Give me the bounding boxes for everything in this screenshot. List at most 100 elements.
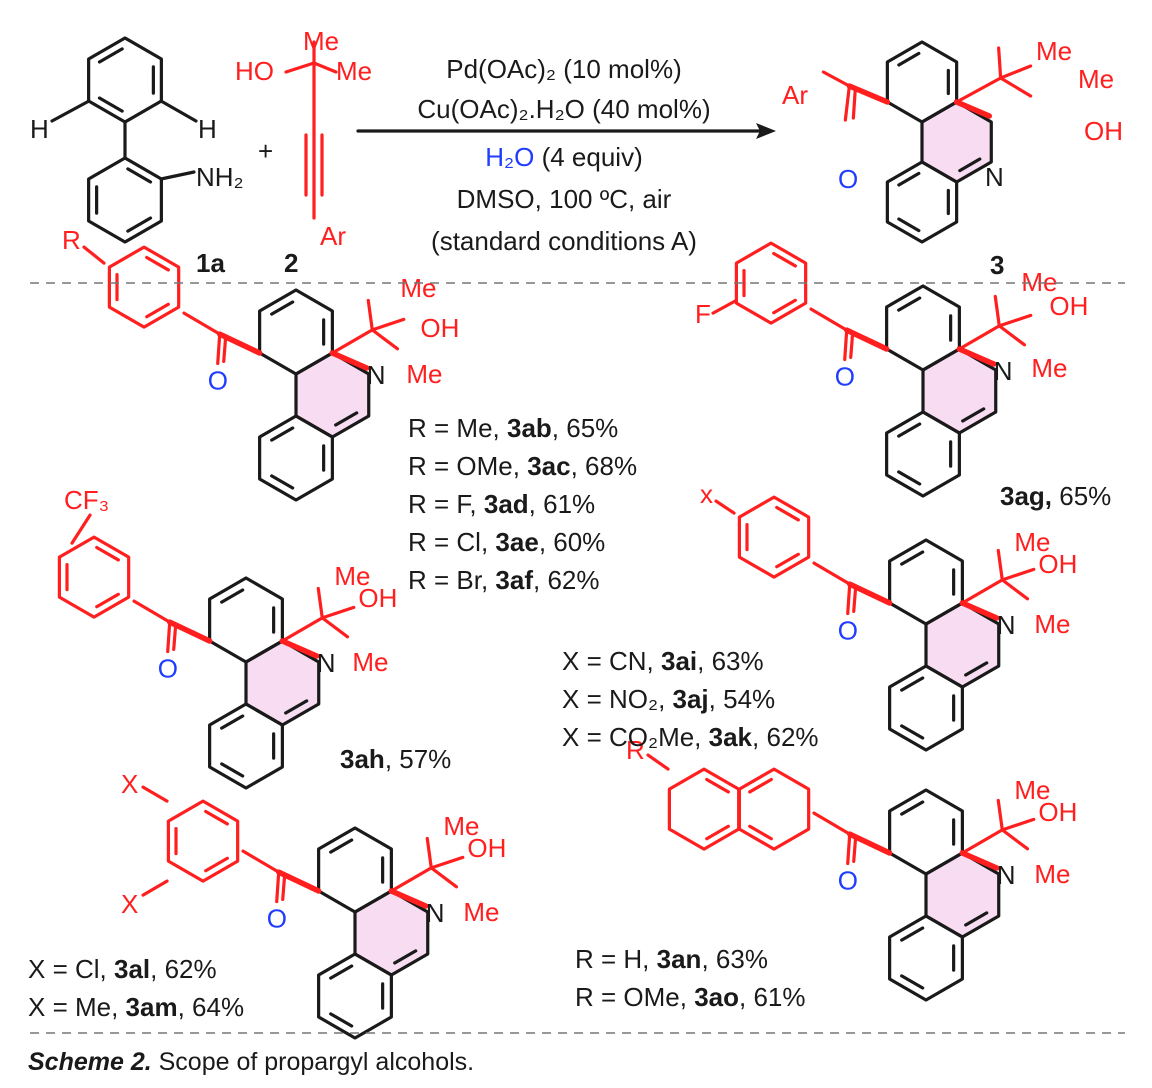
double-bond	[126, 216, 153, 233]
aryl-bond	[812, 811, 852, 836]
results-x-list: X = CN, 3ai, 63%X = NO₂, 3aj, 54%X = CO₂…	[562, 646, 819, 752]
result-r-4-id: 3af	[495, 565, 533, 595]
atom-oh: OH	[1038, 549, 1077, 579]
me-bond	[425, 836, 433, 870]
water-equiv: (4 equiv)	[534, 142, 642, 172]
result-xx-1: X = Me, 3am, 64%	[28, 992, 244, 1022]
atom-oh: OH	[467, 833, 506, 863]
double-bond	[270, 300, 295, 316]
result-r-3-pre: R = Cl,	[408, 527, 495, 557]
compound-1a-label: 1a	[196, 248, 225, 278]
result-xx-0-id: 3al	[114, 954, 150, 984]
double-bond	[900, 974, 925, 990]
result-naph-0-post: , 63%	[701, 944, 768, 974]
result-x-0: X = CN, 3ai, 63%	[562, 646, 764, 676]
atom-x1: X	[121, 769, 138, 799]
side-chain-bond	[960, 578, 1004, 605]
product-3ah-core	[208, 576, 321, 790]
result-x-0-id: 3ai	[661, 646, 697, 676]
biphenyl-upper-ring	[87, 36, 163, 124]
new-cn-bond	[956, 346, 997, 367]
result-xx-1-id: 3am	[126, 992, 178, 1022]
product-oh-label: OH	[1084, 116, 1123, 146]
aryl-bond	[812, 561, 852, 586]
result-r-3: R = Cl, 3ae, 60%	[408, 527, 605, 557]
me-bond-2	[997, 324, 1027, 347]
c-o-double	[851, 86, 857, 120]
solvent-line: DMSO, 100 ºC, air	[457, 184, 672, 214]
atom-o: O	[208, 366, 228, 396]
double-bond	[95, 545, 120, 562]
product-n-label: N	[985, 162, 1004, 192]
result-r-1-post: , 68%	[571, 451, 638, 481]
me-top-label: Me	[303, 26, 339, 56]
atom-o: O	[158, 654, 178, 684]
c-o-double	[222, 334, 228, 363]
scheme-caption: Scheme 2. Scope of propargyl alcohols.	[28, 1048, 474, 1076]
result-xx-0-pre: X = Cl,	[28, 954, 114, 984]
result-r-4-pre: R = Br,	[408, 565, 495, 595]
result-naph-1-pre: R = OMe,	[575, 982, 694, 1012]
atom-me-2: Me	[463, 897, 499, 927]
atom-me: Me	[334, 561, 370, 591]
h-right-label: H	[198, 114, 217, 144]
result-r-2: R = F, 3ad, 61%	[408, 489, 595, 519]
result-3ah-id: 3ah	[340, 744, 385, 774]
cf3-bond	[70, 513, 92, 545]
result-r-0-pre: R = Me,	[408, 413, 507, 443]
atom-x: x	[700, 479, 713, 509]
result-x-2: X = CO₂Me, 3ak, 62%	[562, 722, 819, 752]
r-bond	[82, 245, 106, 265]
result-r-1: R = OMe, 3ac, 68%	[408, 451, 637, 481]
x-bond-2	[141, 879, 169, 897]
side-chain-bond	[960, 828, 1004, 855]
result-x-0-post: , 63%	[697, 646, 764, 676]
pyridine-ring	[920, 100, 993, 184]
reaction-arrow-head	[756, 123, 776, 139]
product-3: Ar O N Me Me OH 3	[782, 36, 1123, 280]
result-x-1-pre: X = NO₂,	[562, 684, 673, 714]
nh2-bond	[159, 170, 196, 181]
result-naph-0-id: 3an	[657, 944, 702, 974]
double-bond	[97, 47, 124, 64]
aryl-bond	[182, 311, 222, 336]
new-cn-bond	[959, 600, 1000, 621]
new-cn-bond	[959, 850, 1000, 871]
atom-cf3: CF₃	[64, 485, 109, 515]
result-r-0-id: 3ab	[507, 413, 552, 443]
caption-bold: Scheme 2.	[28, 1048, 152, 1076]
oh-bond	[429, 855, 465, 870]
f-bond	[711, 299, 737, 315]
new-cn-bond	[279, 638, 320, 659]
double-bond	[204, 856, 229, 873]
aryl-ring	[107, 245, 181, 329]
c-o-double	[849, 330, 855, 359]
atom-n: N	[367, 360, 386, 390]
double-bond	[748, 824, 773, 841]
additive-line: H₂O (4 equiv)	[485, 142, 642, 172]
double-bond	[329, 964, 354, 980]
double-bond	[897, 51, 921, 67]
double-bond	[897, 171, 921, 187]
me-bond-2	[1000, 578, 1030, 601]
me-bond-2	[370, 328, 400, 351]
double-bond	[284, 699, 309, 715]
c-me2-bond	[312, 61, 338, 74]
product-3ag-core	[885, 284, 998, 498]
double-bond	[775, 552, 800, 569]
compound-3-label: 3	[990, 250, 1004, 280]
atom-me: Me	[443, 811, 479, 841]
atom-n: N	[997, 860, 1016, 890]
product-3ab-core	[258, 288, 371, 502]
result-xx-1-pre: X = Me,	[28, 992, 126, 1022]
aryl-ring	[166, 799, 240, 883]
me-right-label: Me	[336, 56, 372, 86]
product-o-label: O	[838, 164, 858, 194]
double-bond	[961, 407, 986, 423]
double-bond	[270, 426, 295, 442]
result-naph-1-post: , 61%	[739, 982, 806, 1012]
aryl-ring	[734, 241, 808, 325]
c-o-double	[852, 834, 858, 864]
atom-o: O	[835, 362, 855, 392]
oh-bond	[370, 317, 406, 332]
